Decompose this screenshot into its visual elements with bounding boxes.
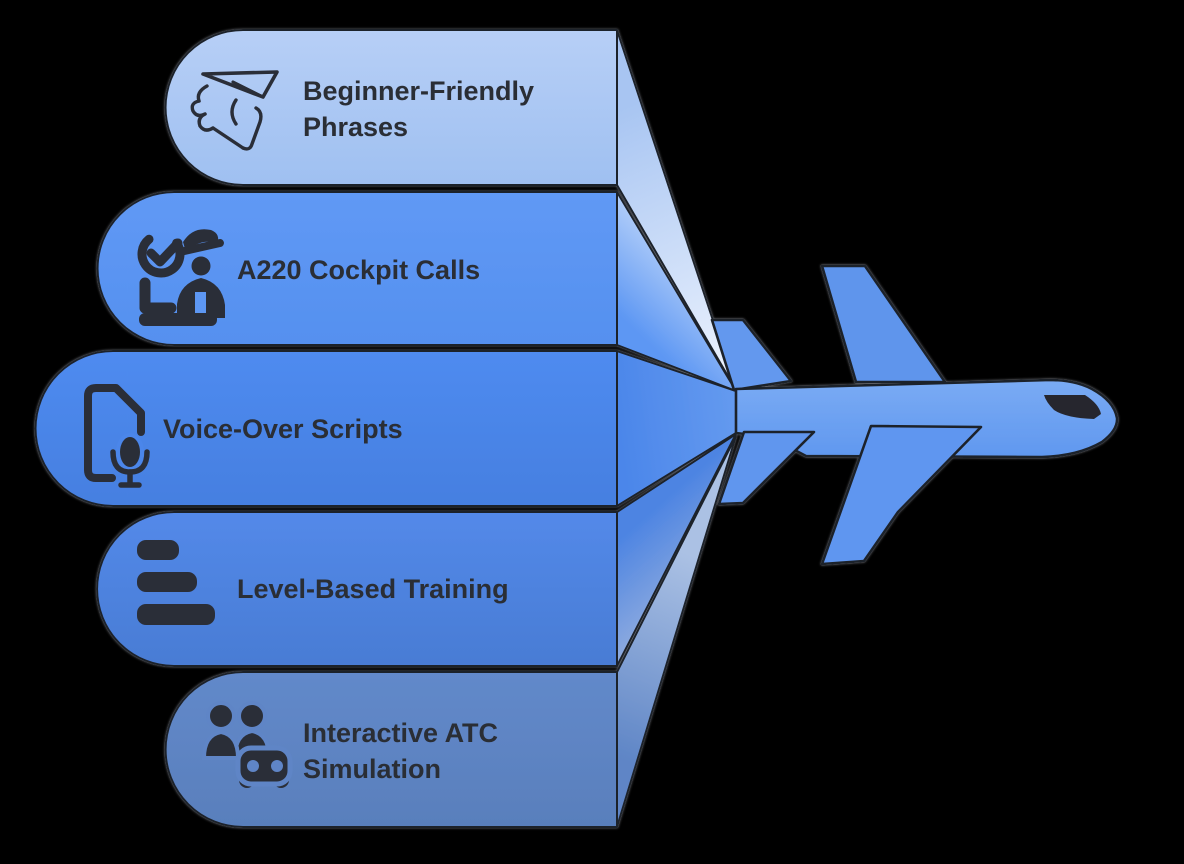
- banner-label-line: Phrases: [303, 112, 408, 142]
- banner-label-line: Voice-Over Scripts: [163, 414, 403, 444]
- banner-label-line: Interactive ATC: [303, 718, 498, 748]
- airplane-main-wing: [820, 424, 983, 566]
- airplane-tail-fin: [820, 264, 947, 384]
- airplane-far-stabilizer: [710, 318, 793, 392]
- banner-level-based-training: [96, 511, 618, 667]
- banner-beginner-friendly-phrases: [164, 29, 618, 186]
- banner-interactive-atc-simulation: [164, 671, 618, 828]
- airplane-fuselage: [734, 378, 1119, 459]
- banner-label-line: Beginner-Friendly: [303, 76, 534, 106]
- banner-label-line: Simulation: [303, 754, 441, 784]
- airplane-near-stabilizer: [717, 430, 816, 506]
- airplane: [710, 264, 1119, 566]
- banner-label-line: A220 Cockpit Calls: [237, 255, 480, 285]
- pilot-check-icon: [137, 229, 225, 326]
- banner-a220-cockpit-calls: [96, 191, 618, 346]
- airplane-cockpit-window: [1044, 395, 1101, 419]
- paper-plane-hand-icon: [190, 70, 279, 151]
- diagram-root: Beginner-Friendly Phrases A220 Cockpit C…: [34, 29, 1119, 828]
- people-controller-icon: [201, 701, 293, 788]
- banner-voice-over-scripts: [34, 350, 618, 507]
- document-microphone-icon: [84, 384, 150, 488]
- banner-label-line: Level-Based Training: [237, 574, 509, 604]
- level-bars-icon: [137, 540, 215, 625]
